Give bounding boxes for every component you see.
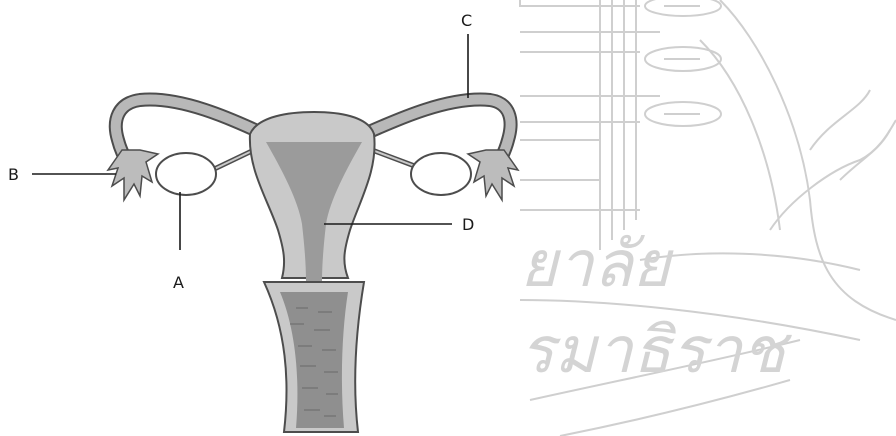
fimbriae-right	[468, 150, 518, 200]
ovary-left	[156, 153, 216, 195]
label-d: D	[462, 215, 474, 234]
ovary-right	[411, 153, 471, 195]
label-c: C	[461, 11, 472, 30]
watermark-text-2: รมาธิราช	[520, 314, 792, 388]
label-b: B	[8, 165, 19, 184]
label-a: A	[173, 273, 184, 292]
watermark-text-1: ยาลัย	[520, 228, 674, 302]
fimbriae-left	[108, 150, 158, 200]
